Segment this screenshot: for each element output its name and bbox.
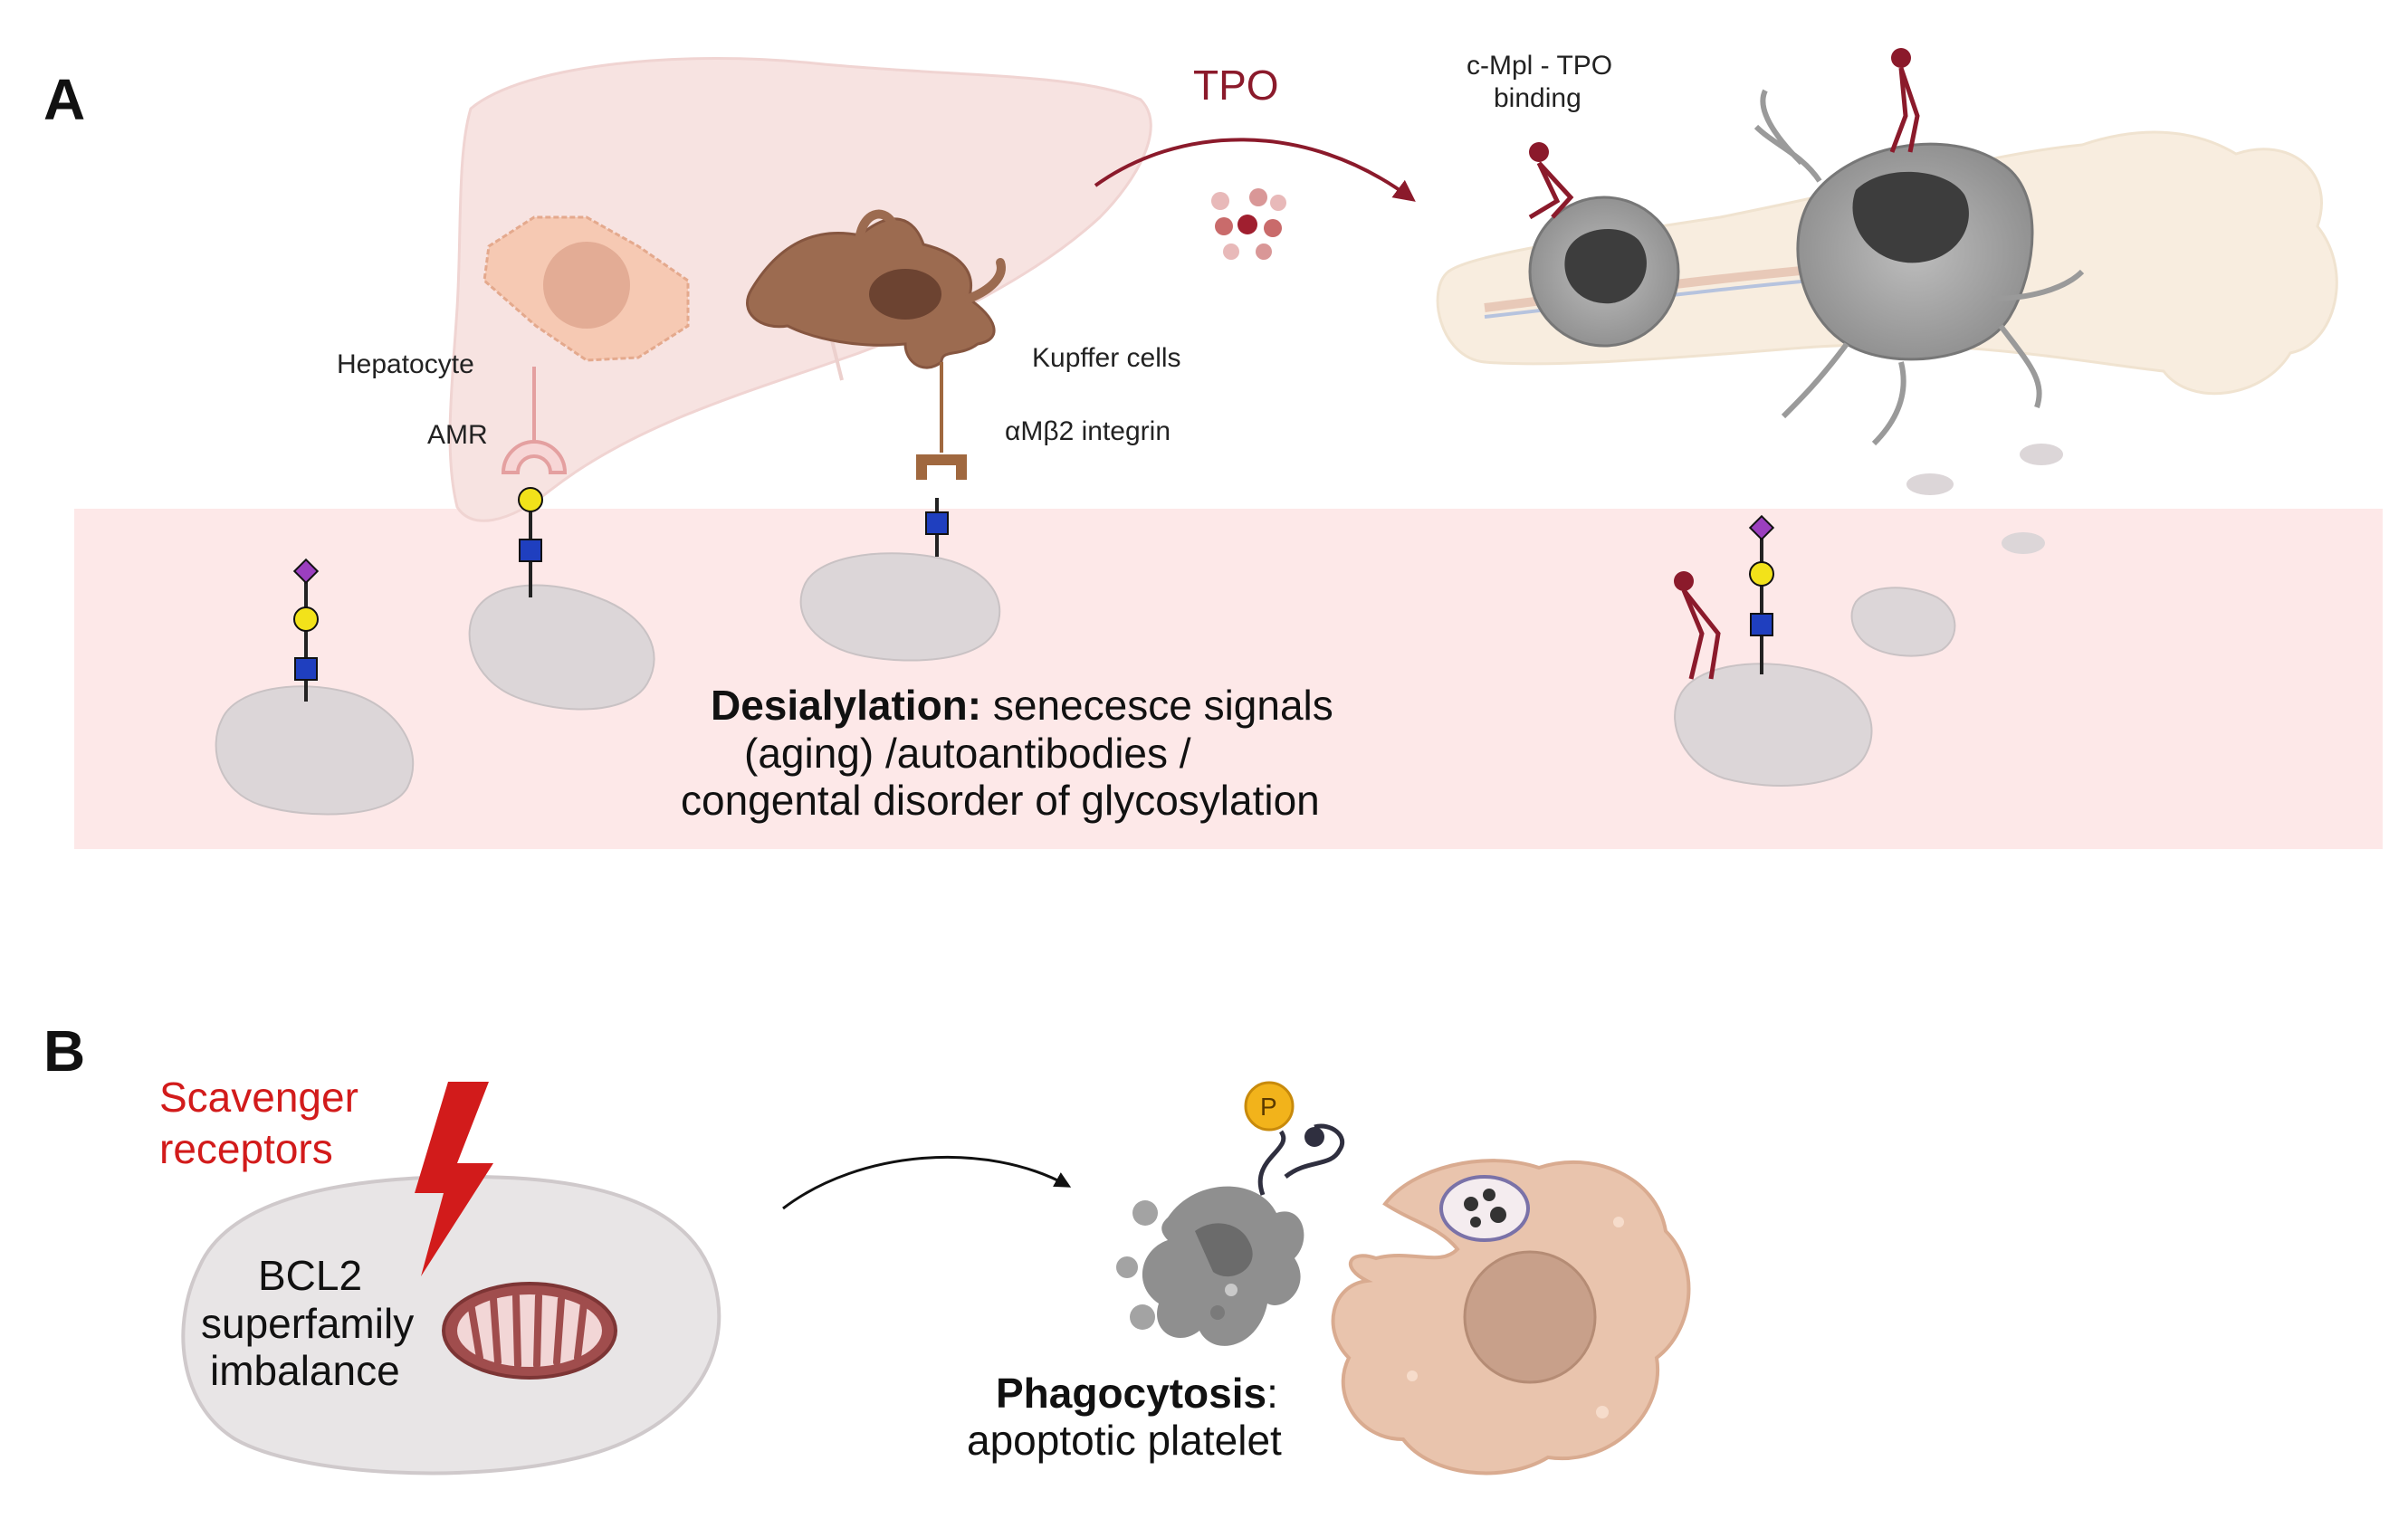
cmpl-receptor-large [1889,48,1920,153]
tpo-label: TPO [1193,62,1279,109]
bcl2-line3: imbalance [210,1347,400,1394]
platelet-fragment [2020,444,2063,465]
scavenger-line1: Scavenger [159,1074,358,1121]
platelet-small [1850,587,1956,657]
sialic-acid-diamond [292,558,320,585]
kupffer-cell [746,209,1006,369]
scavenger-line2: receptors [159,1125,333,1172]
mitochondrion-icon [442,1282,617,1380]
megakaryocyte-small [1528,196,1680,348]
cmpl-receptor-small [1528,142,1574,220]
panel-a-letter: A [43,67,85,132]
amr-label: AMR [427,420,488,450]
desialylation-bold: Desialylation: [711,682,981,729]
glcnac-square [925,511,949,535]
integrin-label: αMβ2 integrin [1005,416,1171,446]
platelet-fragment [1906,473,1954,495]
sialic-acid-diamond [1748,514,1775,541]
cmpl-label-line2: binding [1494,83,1581,113]
desialylation-line3: congental disorder of glycosylation [681,777,1320,824]
desialylation-rest: senecesce signals [981,682,1333,729]
platelet-sialylated [215,558,415,816]
phosphate-label: P [1260,1093,1277,1121]
platelet-desialylated-integrin [799,498,1001,662]
glcnac-square [519,539,542,562]
kupffer-label: Kupffer cells [1032,343,1181,373]
platelet-fragment [2002,532,2045,554]
galactose-circle [1749,561,1774,587]
desialylation-line2: (aging) /autoantibodies / [744,730,1191,777]
panel-b-letter: B [43,1018,85,1084]
phosphate-icon [1244,1081,1295,1132]
desialylation-line1: Desialylation: senecesce signals [711,682,1333,729]
blood-vessel-band [74,509,2383,849]
hepatocyte-label: Hepatocyte [337,349,474,379]
cmpl-label-line1: c-Mpl - TPO [1467,51,1612,81]
galactose-circle [293,606,319,632]
apoptotic-platelet [1116,1186,1304,1346]
platelet-desialylated-amr [468,487,655,711]
ps-tail [1257,1123,1344,1196]
bcl2-line2: superfamily [201,1300,414,1347]
phagocytosis-line1: Phagocytosis: [996,1370,1278,1417]
hepatocyte [483,215,690,362]
tpo-molecules [1211,188,1286,260]
ps-head [1304,1127,1324,1147]
glcnac-square [1750,613,1773,636]
phagocytosis-colon: : [1266,1370,1278,1417]
integrin-receptor [916,454,967,480]
bcl2-line1: BCL2 [258,1252,362,1299]
amr-receptor [501,440,568,474]
glcnac-square [294,657,318,681]
macrophage [1331,1159,1691,1475]
lightning-bolt-icon [415,1082,493,1276]
process-arrow [782,1155,1072,1210]
galactose-circle [518,487,543,512]
platelet-with-cmpl [1674,514,1873,787]
phagocytosis-line2: apoptotic platelet [967,1417,1282,1464]
megakaryocyte-large [1753,89,2085,446]
phagocytosis-bold: Phagocytosis [996,1370,1266,1417]
tpo-arrow [1094,138,1416,202]
